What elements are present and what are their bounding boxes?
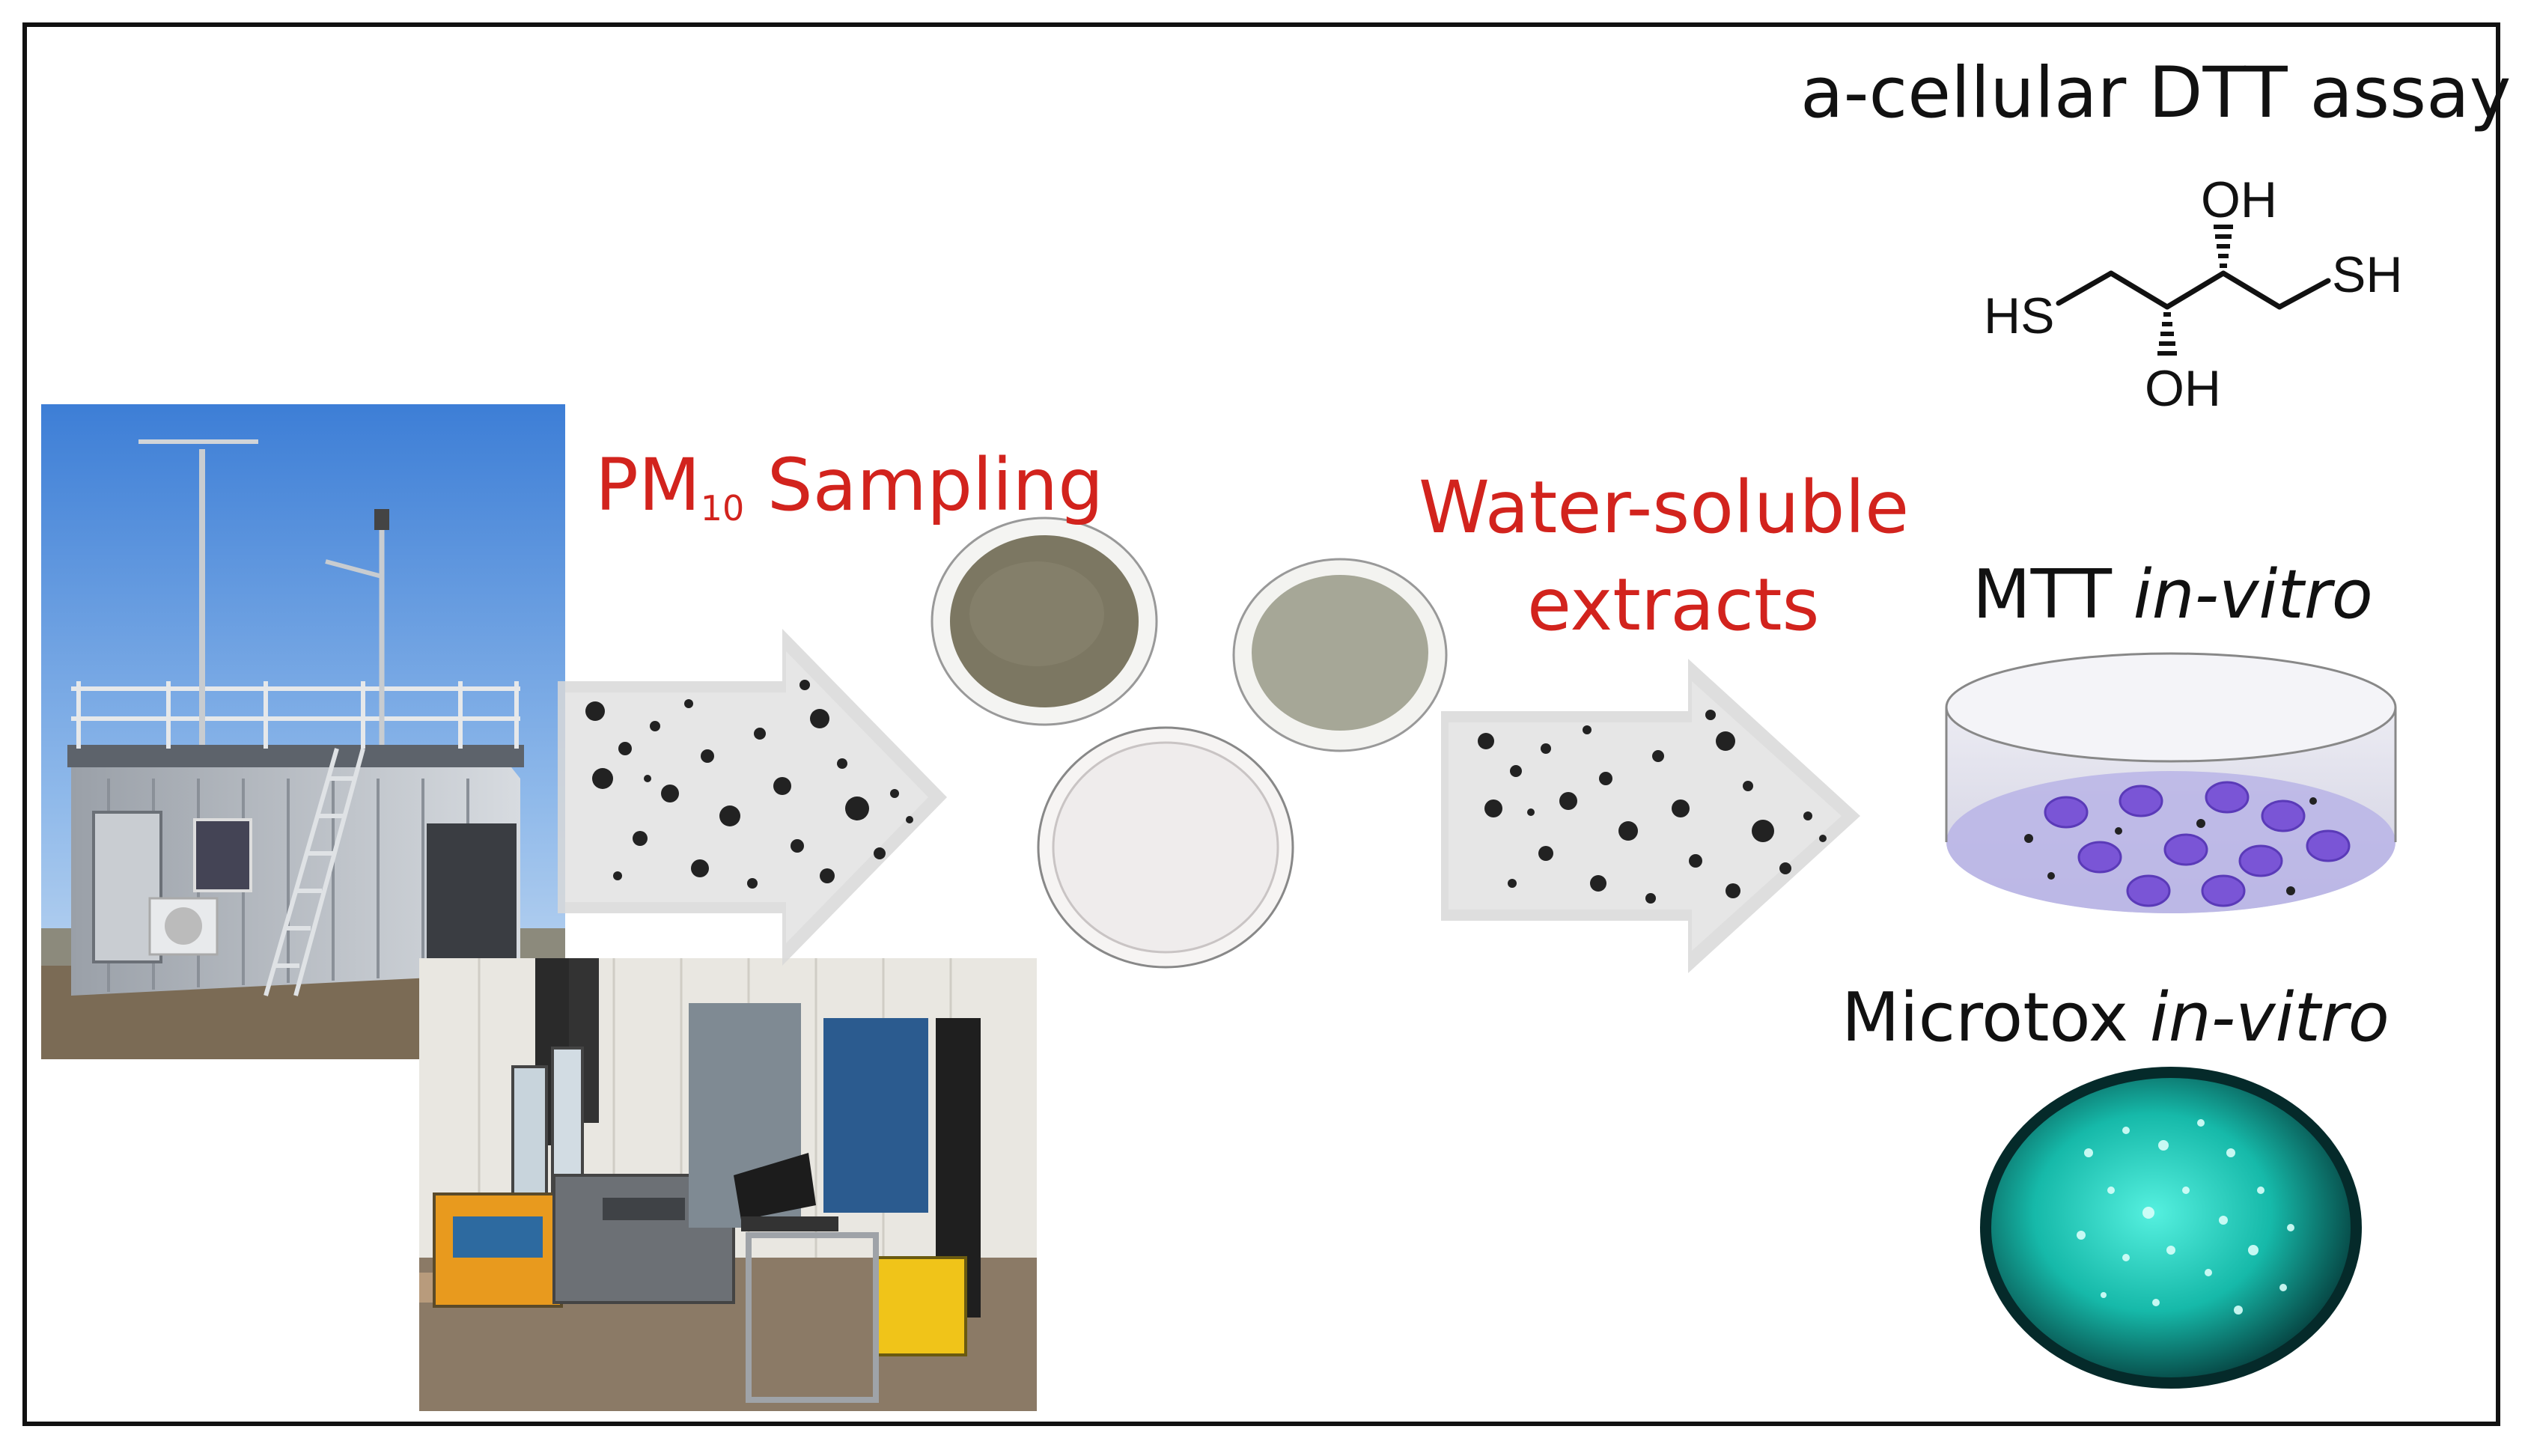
- hs-left-label: HS: [1984, 287, 2054, 344]
- dtt-molecule-structure: OH OH SH HS: [1984, 171, 2402, 417]
- microtox-text: Microtox: [1842, 978, 2150, 1057]
- dtt-assay-title: a-cellular DTT assay: [1800, 52, 2512, 134]
- filter-disk-loaded: [931, 517, 1158, 726]
- instrument-lab-photo: [419, 958, 1037, 1411]
- microtox-title: Microtox in-vitro: [1842, 984, 2390, 1052]
- oh-top-label: OH: [2201, 171, 2277, 228]
- extracts-label-line2: extracts: [1527, 563, 1820, 647]
- filter-disk-blank: [1037, 726, 1294, 969]
- particle-arrow-extracts: [1441, 659, 1860, 973]
- sh-right-label: SH: [2332, 246, 2402, 303]
- pm10-sampling-label: PM10 Sampling: [595, 449, 1103, 526]
- pm-subscript: 10: [700, 488, 745, 529]
- mtt-petri-dish-cells: [1945, 652, 2397, 913]
- filter-disk-light: [1232, 558, 1448, 752]
- oh-bottom-label: OH: [2145, 360, 2221, 417]
- pm-text: PM: [595, 443, 701, 527]
- microtox-bioluminescent-plate: [1980, 1067, 2362, 1389]
- extracts-label-line1: Water-soluble: [1419, 466, 1910, 549]
- particle-arrow-sampling: [558, 629, 947, 966]
- mtt-italic-text: in-vitro: [2133, 555, 2373, 634]
- mtt-text: MTT: [1973, 555, 2133, 634]
- sampling-text: Sampling: [744, 443, 1104, 527]
- microtox-italic-text: in-vitro: [2149, 978, 2390, 1057]
- mtt-title: MTT in-vitro: [1973, 561, 2373, 629]
